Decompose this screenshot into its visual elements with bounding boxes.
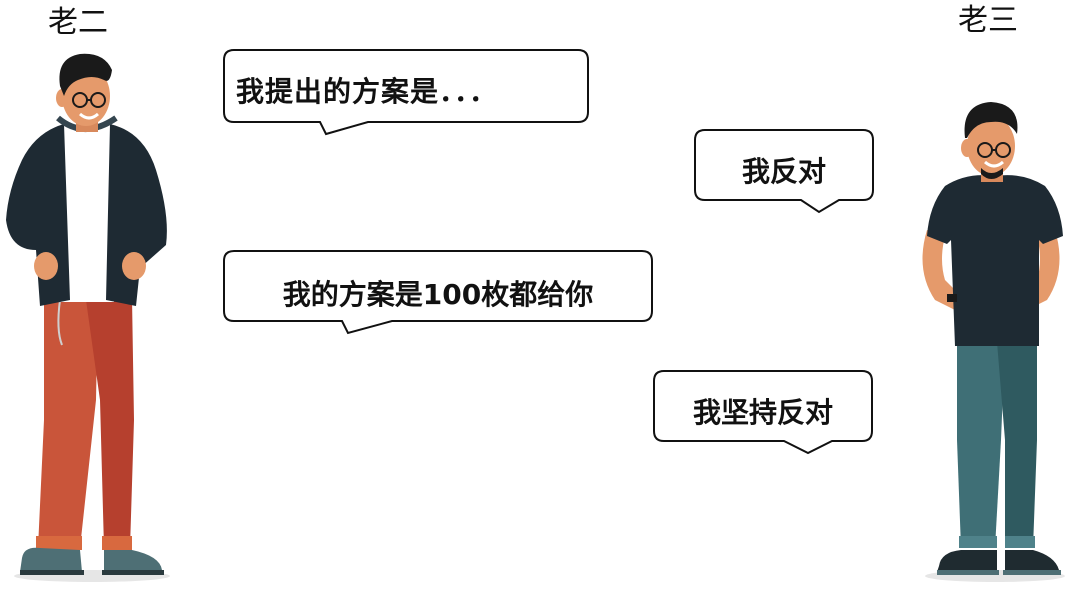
- speech-text-2: 我反对: [741, 155, 826, 188]
- speech-bubble-3: 我的方案是100枚都给你: [222, 249, 654, 335]
- speech-bubble-1: 我提出的方案是．．．: [222, 48, 590, 136]
- speech-text-1: 我提出的方案是．．．: [236, 75, 499, 108]
- character-illustration-right: [905, 0, 1080, 585]
- speech-text-4: 我坚持反对: [692, 396, 833, 429]
- speech-text-3: 我的方案是100枚都给你: [282, 278, 594, 311]
- character-illustration-left: [0, 0, 175, 585]
- character-name-left: 老二: [48, 5, 108, 40]
- speech-bubble-2: 我反对: [693, 128, 875, 214]
- speech-bubble-4: 我坚持反对: [652, 369, 874, 455]
- character-name-right: 老三: [958, 3, 1018, 38]
